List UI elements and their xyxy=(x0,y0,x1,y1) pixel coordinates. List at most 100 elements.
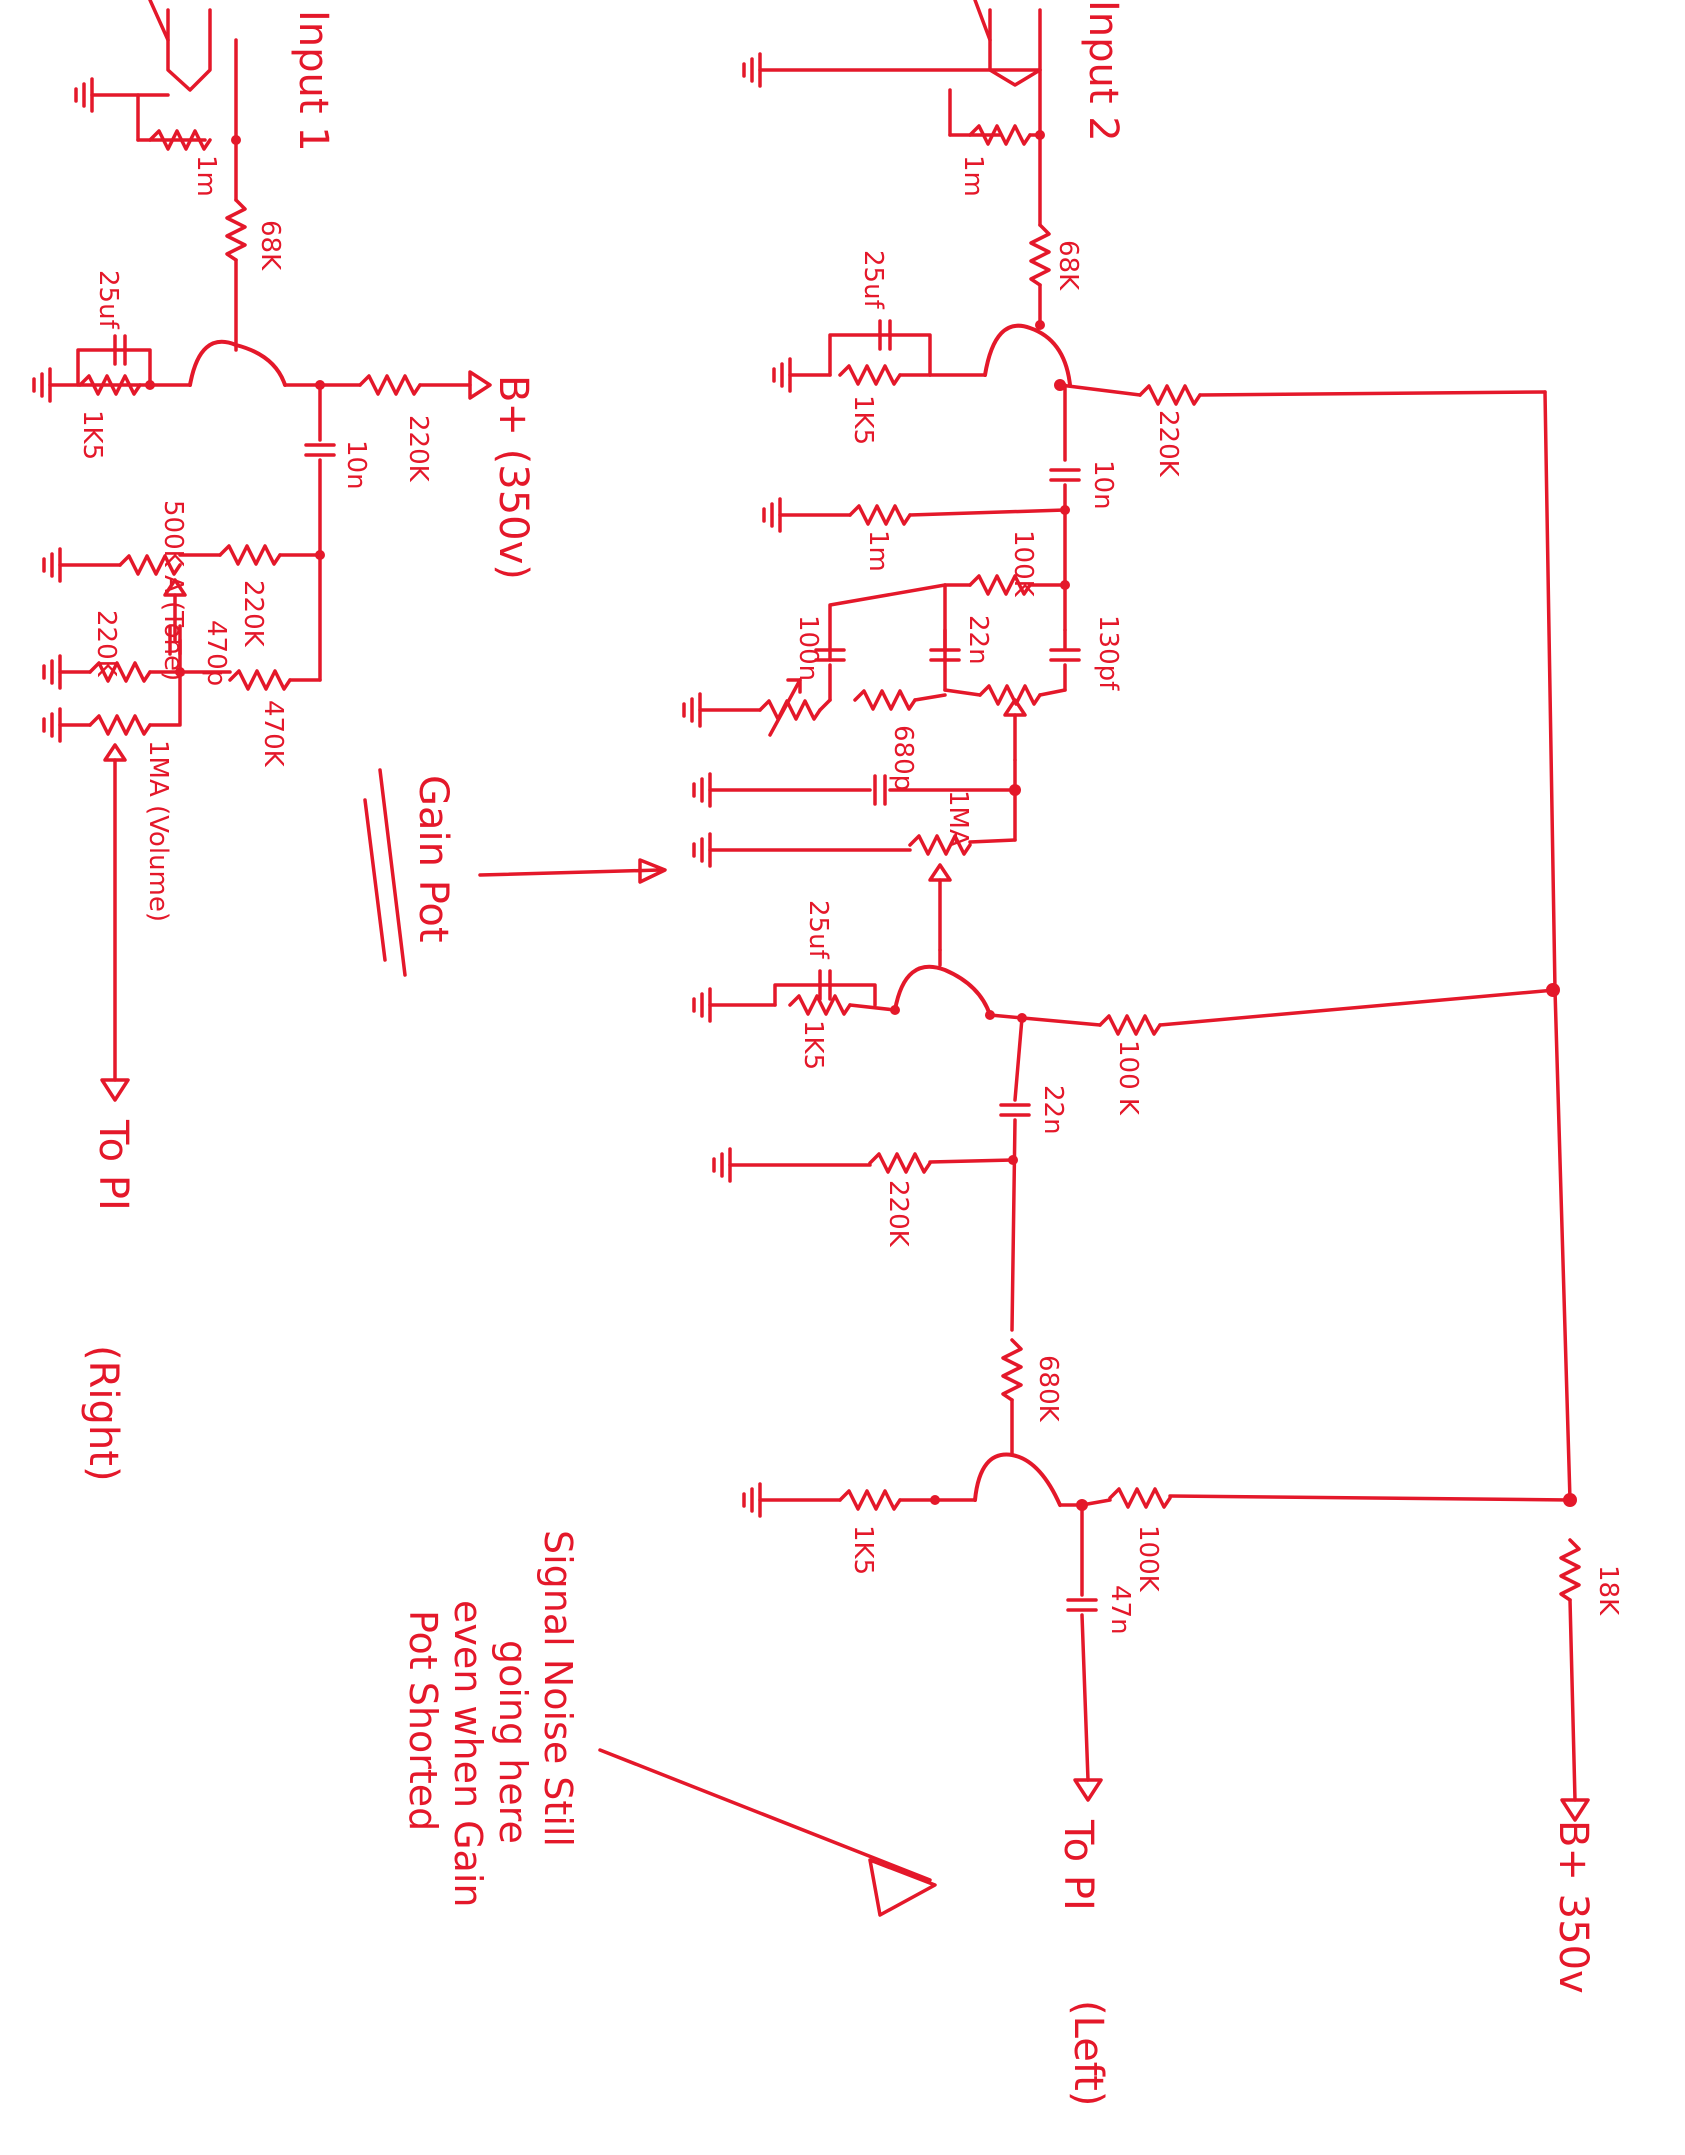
label-volume-pot: 1MA (Volume) xyxy=(143,740,173,922)
ground-symbol xyxy=(692,832,712,868)
triode-4 xyxy=(973,1452,1062,1507)
output-label-right: To PI xyxy=(90,1119,136,1211)
triode-1 xyxy=(188,339,287,387)
label-plate-res-1: 220K xyxy=(403,415,433,483)
label-grid-stopper-2: 68K xyxy=(1053,240,1083,291)
label-cathode-cap-1: 25uf xyxy=(93,270,123,330)
resistor-grid-stopper-4 xyxy=(1001,1338,1023,1402)
label-cathode-res-1: 1K5 xyxy=(77,410,107,460)
bass-pot[interactable] xyxy=(758,699,822,721)
resistor-grid-3 xyxy=(868,1152,932,1174)
gain-pot-callout-arrow xyxy=(363,768,667,977)
stage-3 xyxy=(692,948,1560,1332)
label-220k-a: 220K xyxy=(238,580,268,648)
supply-labels: 18K B+ 350v xyxy=(1550,1565,1623,1994)
triode-3 xyxy=(893,964,992,1017)
label-100k-2: 100K xyxy=(1008,530,1038,598)
label-plate-res-3: 100 K xyxy=(1113,1040,1143,1116)
output-side-left: (Left) xyxy=(1065,2000,1111,2106)
output-arrow-right xyxy=(100,1078,130,1102)
capacitor-output xyxy=(1066,1598,1098,1612)
label-coupling-cap-3: 22n xyxy=(1038,1085,1068,1135)
label-grid-leak-1: 1m xyxy=(191,155,221,197)
ground-symbol xyxy=(742,52,762,88)
capacitor-coupling-1 xyxy=(304,443,336,457)
note-line-3: even when Gain xyxy=(446,1600,490,1908)
label-130p: 130pf xyxy=(1093,615,1123,691)
label-220k-b: 220K xyxy=(91,610,121,678)
stage-2 xyxy=(682,0,1547,952)
bplus-label-1: B+ (350v) xyxy=(490,375,536,580)
stage-4-labels: 680K 1K5 100K 47n To PI (Left) xyxy=(848,1355,1163,2106)
resistor-plate-4 xyxy=(1108,1487,1172,1509)
label-470k: 470K xyxy=(258,700,288,768)
label-cathode-res-2: 1K5 xyxy=(848,395,878,445)
resistor-220k-a xyxy=(218,544,282,566)
volume-pot[interactable] xyxy=(88,714,152,736)
resistor-mid xyxy=(978,684,1042,706)
resistor-plate-3 xyxy=(1098,1014,1162,1036)
note-arrow xyxy=(598,1748,932,1882)
label-coupling-cap-1: 10n xyxy=(341,440,371,490)
label-output-cap: 47n xyxy=(1105,1585,1135,1635)
note-line-4: Pot Shorted xyxy=(401,1610,445,1831)
resistor-cathode-2 xyxy=(838,364,902,386)
label-100n: 100n xyxy=(793,615,823,681)
treble-pot-wiper[interactable] xyxy=(1003,698,1027,717)
gain-pot-wiper[interactable] xyxy=(928,863,952,882)
label-cathode-res-3: 1K5 xyxy=(798,1020,828,1070)
ground-symbol xyxy=(32,367,52,403)
label-coupling-cap-2: 10n xyxy=(1088,460,1118,510)
ground-symbol xyxy=(692,987,712,1023)
capacitor-coupling-2 xyxy=(1049,468,1081,482)
gain-pot-callout: Gain Pot xyxy=(410,775,456,943)
bplus-arrow-2 xyxy=(1560,1798,1590,1822)
label-cathode-cap-2: 25uf xyxy=(858,250,888,310)
resistor-cathode-4 xyxy=(838,1489,902,1511)
bplus-label-2: B+ 350v xyxy=(1550,1820,1596,1994)
triode-2 xyxy=(983,323,1072,387)
label-470p: 470p xyxy=(201,620,231,686)
label-plate-res-4: 100K xyxy=(1133,1525,1163,1593)
stage-1 xyxy=(32,0,492,1102)
volume-pot-wiper[interactable] xyxy=(103,743,127,762)
resistor-1m-2 xyxy=(848,504,912,526)
resistor-grid-stopper-2 xyxy=(1029,223,1051,287)
label-grid-res-3: 220K xyxy=(883,1180,913,1248)
noise-note: Signal Noise Still going here even when … xyxy=(401,1530,937,1917)
resistor-grid-stopper-1 xyxy=(225,198,247,262)
input-1-label: Input 1 xyxy=(290,10,336,152)
resistor-dropping xyxy=(1559,1538,1581,1602)
ground-symbol xyxy=(692,772,712,808)
input-2-label: Input 2 xyxy=(1080,0,1126,142)
stage-2-labels: Input 2 1m 68K 25uf 1K5 220K 10n 1m 100K… xyxy=(410,0,1183,943)
ground-symbol xyxy=(682,692,702,728)
label-plate-res-2: 220K xyxy=(1153,410,1183,478)
label-1m-2: 1m xyxy=(863,530,893,572)
resistor-plate-2 xyxy=(1138,384,1202,406)
label-grid-leak-2: 1m xyxy=(958,155,988,197)
output-arrow-left xyxy=(1073,1778,1103,1802)
output-side-right: (Right) xyxy=(80,1345,126,1482)
label-680p: 680p xyxy=(888,725,918,791)
label-cathode-res-4: 1K5 xyxy=(848,1525,878,1575)
ground-symbol xyxy=(762,497,782,533)
treble-pot[interactable] xyxy=(853,689,917,711)
label-grid-stopper-4: 680K xyxy=(1033,1355,1063,1423)
supply-rail xyxy=(1543,390,1590,1822)
ground-symbol xyxy=(742,1482,762,1518)
input-2-jack xyxy=(988,8,1042,87)
ground-symbol xyxy=(42,707,62,743)
note-line-2: going here xyxy=(491,1640,535,1844)
capacitor-coupling-3 xyxy=(999,1103,1031,1117)
stage-1-labels: Input 1 1m 68K 25uf 1K5 220K B+ (350v) 1… xyxy=(77,10,536,1482)
ground-symbol xyxy=(772,357,792,393)
resistor-plate-1 xyxy=(358,374,422,396)
ground-symbol xyxy=(42,547,62,583)
label-gain-pot: 1MA xyxy=(943,790,973,847)
ground-symbol xyxy=(74,77,94,113)
output-label-left: To PI xyxy=(1055,1819,1101,1911)
ground-symbol xyxy=(712,1147,732,1183)
stage-3-labels: 25uf 1K5 100 K 22n 220K xyxy=(798,900,1143,1248)
